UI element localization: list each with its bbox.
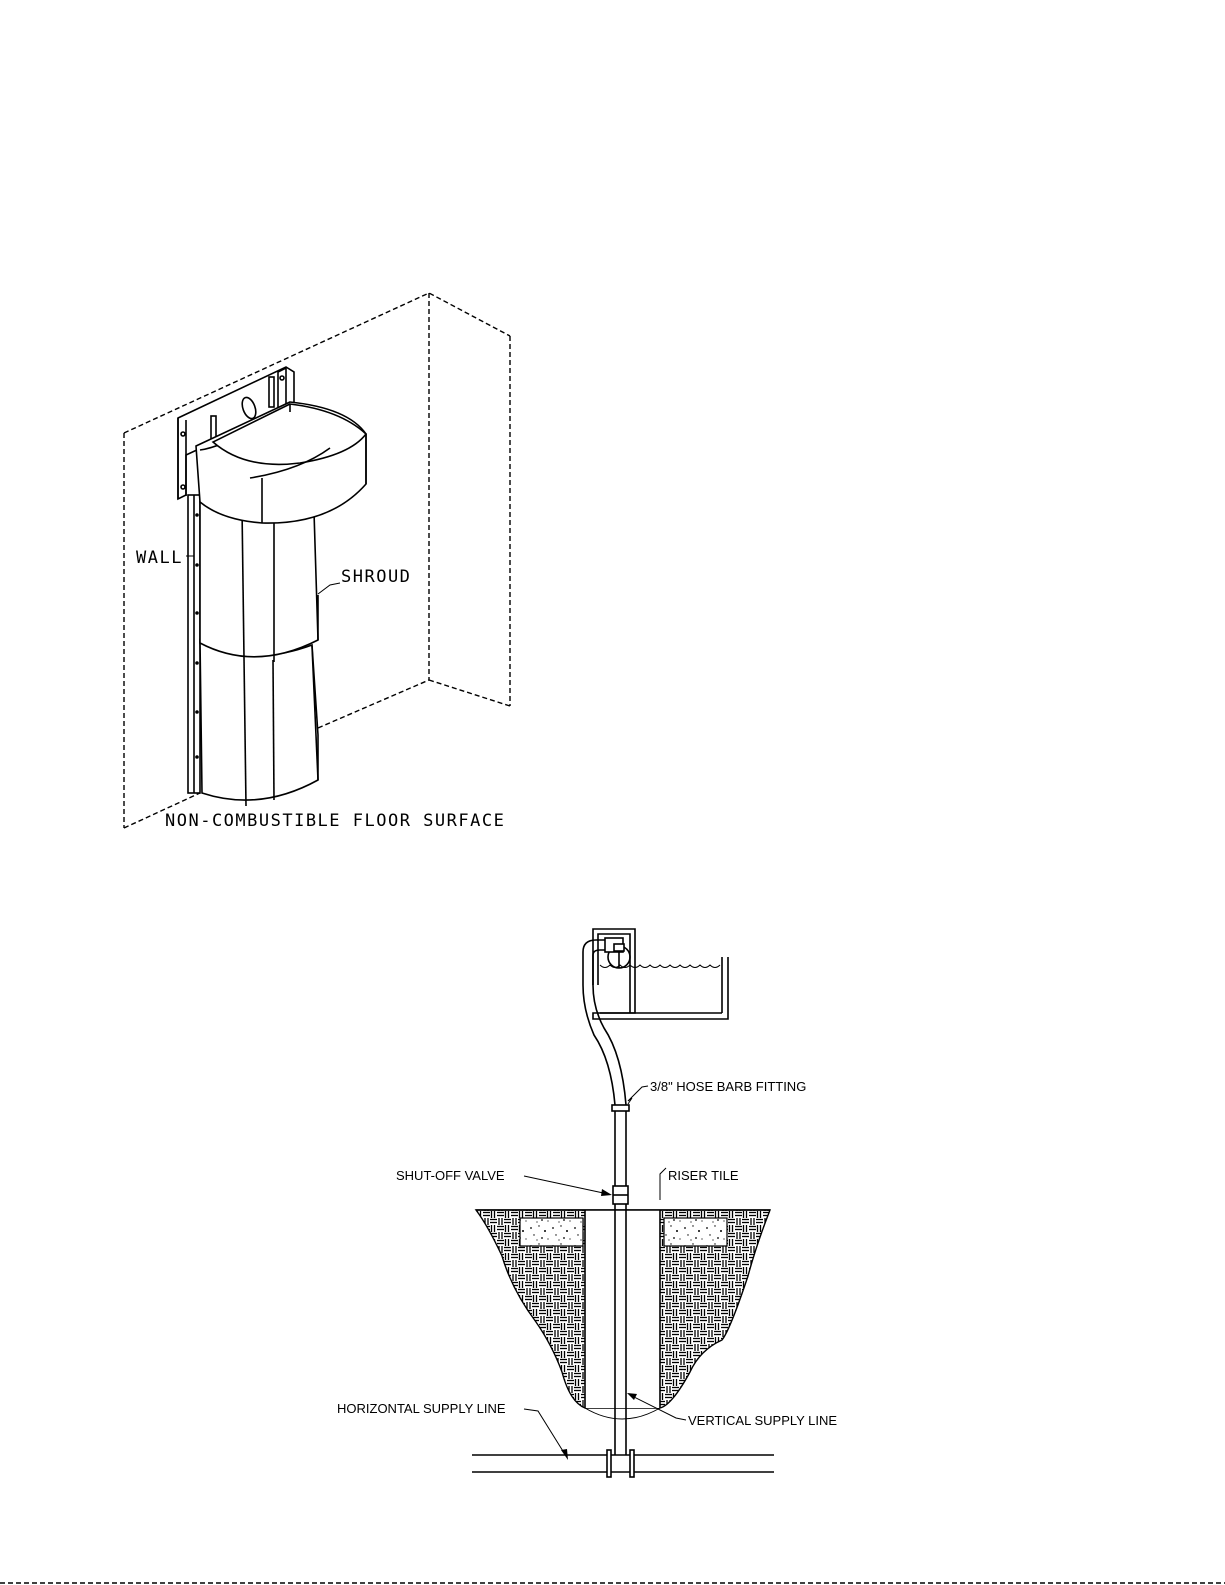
supply-line-figure: 3/8" HOSE BARB FITTING SHUT-OFF VALVE RI… xyxy=(337,929,837,1477)
waterer-tank xyxy=(593,929,728,1019)
wall-rail xyxy=(188,495,200,793)
soil-cutaway xyxy=(476,1210,770,1419)
upper-shroud xyxy=(200,502,318,662)
horizontal-supply-label: HORIZONTAL SUPPLY LINE xyxy=(337,1401,506,1416)
wall-label: WALL xyxy=(136,548,183,568)
hose-barb-label: 3/8" HOSE BARB FITTING xyxy=(650,1079,806,1094)
lower-shroud xyxy=(200,640,318,806)
horizontal-supply-line xyxy=(472,1450,774,1477)
riser-tile-label: RISER TILE xyxy=(668,1168,739,1183)
shroud-installation-figure: WALL SHROUD NON-COMBUSTIBLE FLOOR SURFAC… xyxy=(124,293,510,831)
vertical-supply-label: VERTICAL SUPPLY LINE xyxy=(688,1413,837,1428)
shroud-label: SHROUD xyxy=(341,567,411,587)
floor-label: NON-COMBUSTIBLE FLOOR SURFACE xyxy=(165,811,505,831)
shut-off-valve-label: SHUT-OFF VALVE xyxy=(396,1168,505,1183)
